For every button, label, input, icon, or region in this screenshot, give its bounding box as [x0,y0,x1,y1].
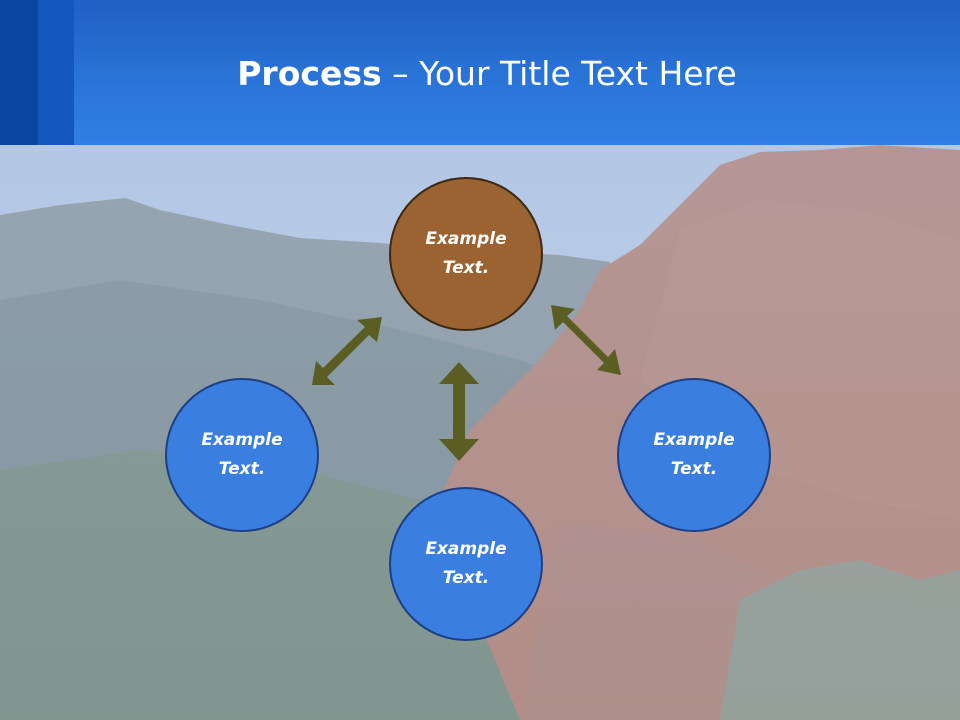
node-label: Example Text. [201,430,283,479]
double-arrow-vertical [439,362,479,461]
title-bold-part: Process [237,54,382,93]
header-band [0,0,960,145]
process-node-bottom[interactable]: Example Text. [389,487,543,641]
double-arrow-top-left [312,317,382,385]
process-node-left[interactable]: Example Text. [165,378,319,532]
double-arrow-top-right [551,305,621,375]
header-accent-strip [38,0,74,145]
node-label: Example Text. [425,539,507,588]
slide-title[interactable]: Process – Your Title Text Here [74,52,900,96]
title-rest-part: – Your Title Text Here [381,54,737,93]
node-label: Example Text. [425,229,507,278]
node-label: Example Text. [653,430,735,479]
header-accent-strip [0,0,38,145]
process-node-right[interactable]: Example Text. [617,378,771,532]
process-node-top[interactable]: Example Text. [389,177,543,331]
